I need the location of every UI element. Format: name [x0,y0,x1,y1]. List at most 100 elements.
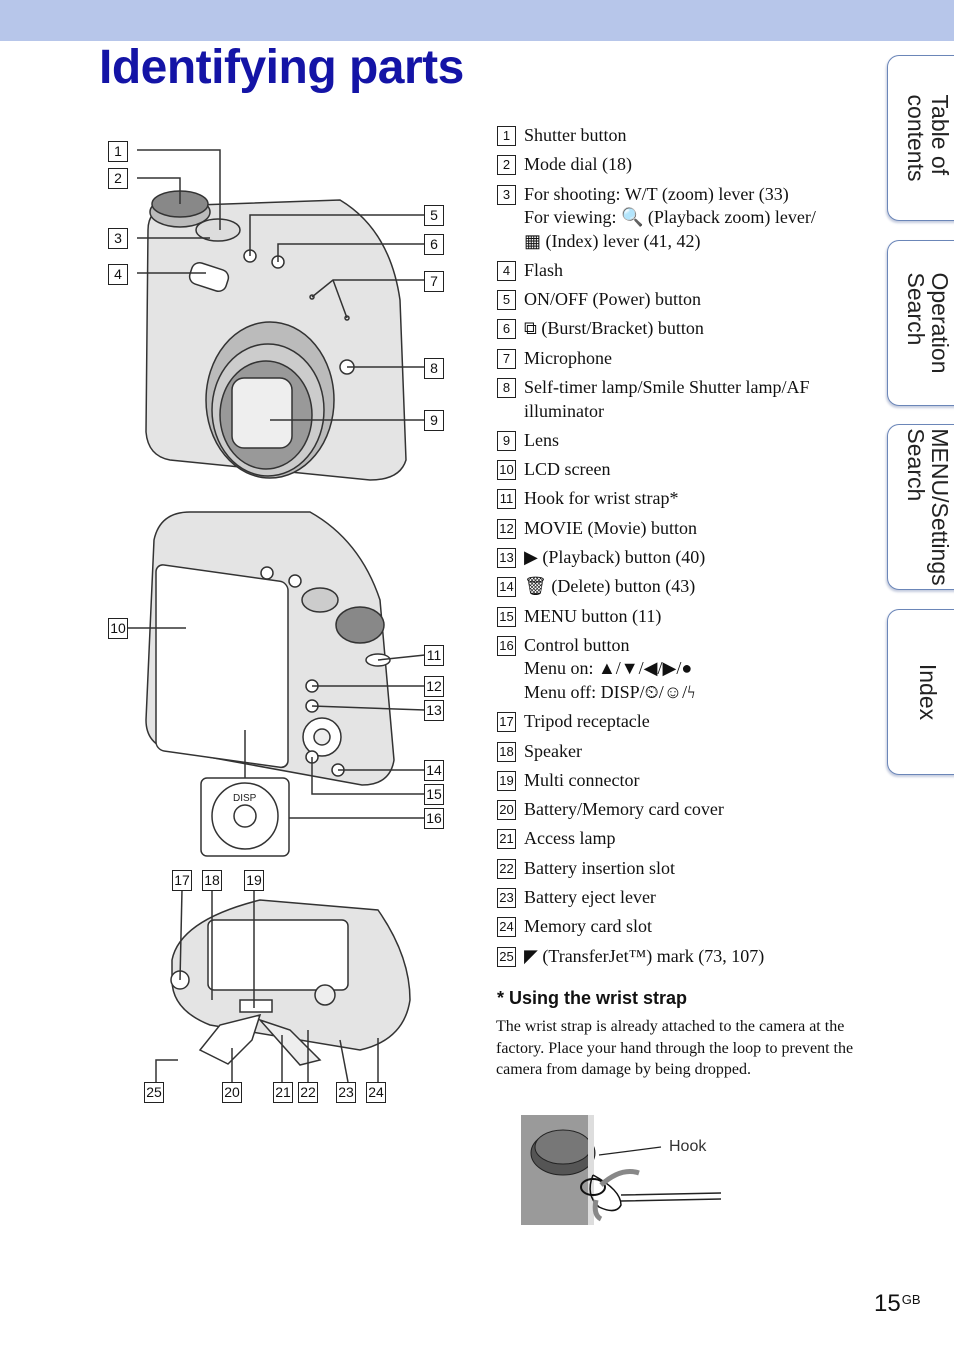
part-text: Speaker [524,740,582,761]
part-item: 25◤ (TransferJet™) mark (73, 107) [497,945,857,969]
part-item: 11 Hook for wrist strap* [497,487,857,511]
part-number: 12 [497,518,516,539]
callout-24: 24 [366,1082,386,1103]
callout-20: 20 [222,1082,242,1103]
part-text: MOVIE (Movie) button [524,517,697,538]
part-number: 7 [497,348,516,369]
callout-2: 2 [108,168,128,189]
callout-22: 22 [298,1082,318,1103]
callout-1: 1 [108,141,128,162]
part-text: Hook for wrist strap* [524,488,679,509]
part-text: 🗑 (Delete) button (43) [524,576,696,597]
camera-bottom-view [170,899,411,1066]
part-text: Battery/Memory card cover [524,799,724,820]
part-item: 6 ⧉ (Burst/Bracket) button [497,317,857,341]
callout-21: 21 [273,1082,293,1103]
wrist-strap-text: The wrist strap is already attached to t… [496,1018,854,1079]
part-number: 3 [497,184,516,205]
callout-10: 10 [108,618,128,639]
part-number: 24 [497,917,516,938]
callout-14: 14 [424,760,444,781]
part-text: Tripod receptacle [524,711,650,732]
callout-8: 8 [424,358,444,379]
camera-front-view [145,190,407,481]
callout-7: 7 [424,271,444,292]
part-text: LCD screen [524,459,611,480]
part-text: ⧉ (Burst/Bracket) button [524,318,704,339]
part-item: 21 Access lamp [497,827,857,851]
part-text: For shooting: W/T (zoom) lever (33) [524,183,789,204]
part-item: 17 Tripod receptacle [497,710,857,734]
tab-label: Index [915,663,941,721]
part-item: 5 ON/OFF (Power) button [497,288,857,312]
page-title: Identifying parts [99,41,464,94]
part-text: Menu off: DISP/⏲/☺/ϟ [524,681,696,702]
part-item: 4 Flash [497,259,857,283]
part-text: Flash [524,259,564,280]
callout-13: 13 [424,700,444,721]
part-item: 23 Battery eject lever [497,886,857,910]
part-number: 4 [497,260,516,281]
part-number: 21 [497,829,516,850]
callout-3: 3 [108,228,128,249]
callout-6: 6 [424,234,444,255]
callout-25: 25 [144,1082,164,1103]
callout-9: 9 [424,410,444,431]
part-item: 10 LCD screen [497,458,857,482]
part-number: 2 [497,155,516,176]
part-number: 13 [497,548,516,569]
part-text: ON/OFF (Power) button [524,289,702,310]
wrist-strap-illustration: Hook [521,1115,721,1225]
part-item: 2 Mode dial (18) [497,153,857,177]
part-number: 19 [497,770,516,791]
part-number: 9 [497,430,516,451]
camera-parts-diagram: DISP 1 2 3 4 5 6 7 8 9 10 11 12 13 14 15… [100,120,480,1120]
part-number: 8 [497,378,516,399]
part-text: Access lamp [524,828,616,849]
part-text: illuminator [524,400,604,421]
part-number: 22 [497,858,516,879]
part-number: 23 [497,888,516,909]
part-number: 1 [497,126,516,146]
tab-index[interactable]: Index [887,609,954,775]
hook-label: Hook [669,1138,707,1155]
part-text: Menu on: ▲/▼/◀/▶/● [524,658,693,679]
callout-19: 19 [244,870,264,891]
part-number: 5 [497,290,516,311]
part-number: 16 [497,635,516,656]
callout-17: 17 [172,870,192,891]
callout-23: 23 [336,1082,356,1103]
callout-18: 18 [202,870,222,891]
part-text: Battery eject lever [524,887,656,908]
part-item: 12 MOVIE (Movie) button [497,517,857,541]
part-number: 17 [497,712,516,733]
camera-illustrations: DISP [128,149,426,1083]
part-item: 13▶ (Playback) button (40) [497,546,857,570]
callout-5: 5 [424,205,444,226]
part-number: 11 [497,489,516,510]
part-number: 10 [497,460,516,481]
callout-4: 4 [108,264,128,285]
part-text: For viewing: 🔍 (Playback zoom) lever/ [524,207,816,228]
part-number: 18 [497,741,516,762]
part-text: MENU button (11) [524,605,662,626]
callout-11: 11 [424,645,444,666]
page-number: 15GB [874,1290,921,1317]
part-number: 6 [497,319,516,340]
part-text: Self-timer lamp/Smile Shutter lamp/AF [524,377,810,398]
part-text: Battery insertion slot [524,857,675,878]
header-bar [0,0,954,41]
part-text: Mode dial (18) [524,154,632,175]
part-item: 3 For shooting: W/T (zoom) lever (33) For … [497,183,857,254]
part-number: 14 [497,577,516,598]
